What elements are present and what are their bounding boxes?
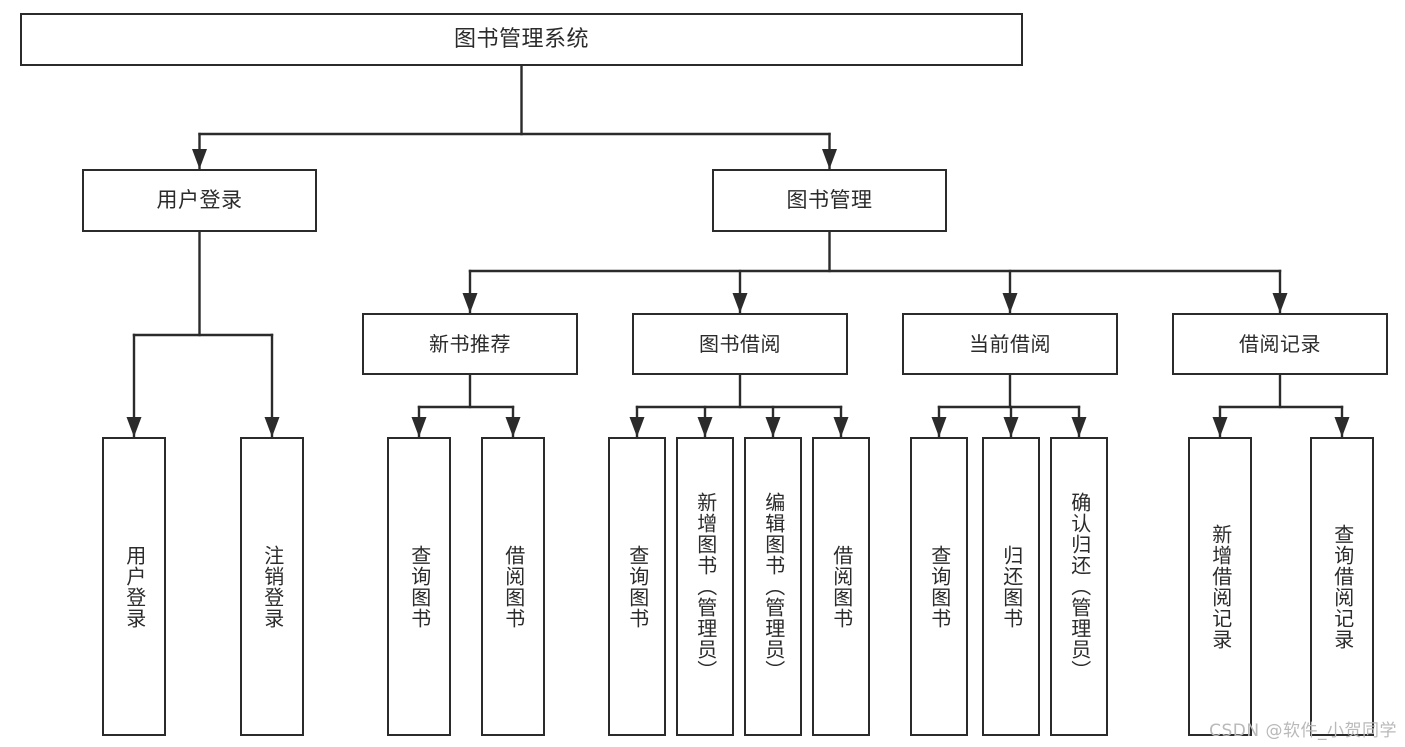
node-label: 图书管理 [786,188,873,213]
node-label: 用户登录 [156,188,243,213]
node-label: 确认归还（管理员） [1067,492,1092,681]
node-label: 查询图书 [407,544,432,629]
node-l9[interactable]: 查询图书 [910,437,968,736]
node-borrow[interactable]: 图书借阅 [632,313,848,375]
node-label: 当前借阅 [969,331,1051,356]
arrowhead-icon [1002,293,1018,313]
node-newbook[interactable]: 新书推荐 [362,313,578,375]
node-l5[interactable]: 查询图书 [608,437,666,736]
node-label: 新增借阅记录 [1208,523,1233,650]
node-label: 借阅图书 [829,544,854,629]
node-label: 新增图书（管理员） [693,492,718,681]
node-login[interactable]: 用户登录 [82,169,317,232]
node-l7[interactable]: 编辑图书（管理员） [744,437,802,736]
arrowhead-icon [505,417,521,437]
node-l12[interactable]: 新增借阅记录 [1188,437,1252,736]
arrowhead-icon [1212,417,1228,437]
arrowhead-icon [1003,417,1019,437]
arrowhead-icon [732,293,748,313]
node-l3[interactable]: 查询图书 [387,437,451,736]
node-label: 归还图书 [999,544,1024,629]
arrowhead-icon [822,149,837,169]
node-label: 查询图书 [927,544,952,629]
node-label: 用户登录 [122,544,147,629]
arrowhead-icon [765,417,781,437]
node-current[interactable]: 当前借阅 [902,313,1118,375]
connector-group [132,64,1344,439]
node-root[interactable]: 图书管理系统 [20,13,1023,66]
node-l10[interactable]: 归还图书 [982,437,1040,736]
node-label: 查询图书 [625,544,650,629]
node-l4[interactable]: 借阅图书 [481,437,545,736]
node-l8[interactable]: 借阅图书 [812,437,870,736]
arrowhead-icon [697,417,713,437]
node-label: 借阅记录 [1239,331,1321,356]
arrowhead-icon [931,417,947,437]
arrowhead-icon [462,293,478,313]
node-label: 注销登录 [260,544,285,629]
arrowhead-icon [1334,417,1350,437]
node-l6[interactable]: 新增图书（管理员） [676,437,734,736]
arrowhead-icon [192,149,207,169]
node-l13[interactable]: 查询借阅记录 [1310,437,1374,736]
arrowhead-icon [264,417,280,437]
node-l2[interactable]: 注销登录 [240,437,304,736]
node-label: 新书推荐 [429,331,511,356]
node-label: 图书借阅 [699,331,781,356]
arrowhead-icon [629,417,645,437]
arrowhead-icon [833,417,849,437]
node-bookmgmt[interactable]: 图书管理 [712,169,947,232]
node-label: 借阅图书 [501,544,526,629]
node-label: 编辑图书（管理员） [761,492,786,681]
arrowhead-icon [126,417,142,437]
node-label: 图书管理系统 [453,26,589,52]
node-records[interactable]: 借阅记录 [1172,313,1388,375]
arrowhead-icon [1071,417,1087,437]
node-l11[interactable]: 确认归还（管理员） [1050,437,1108,736]
node-l1[interactable]: 用户登录 [102,437,166,736]
arrowhead-group [126,149,1350,437]
node-label: 查询借阅记录 [1330,523,1355,650]
arrowhead-icon [1272,293,1288,313]
arrowhead-icon [411,417,427,437]
